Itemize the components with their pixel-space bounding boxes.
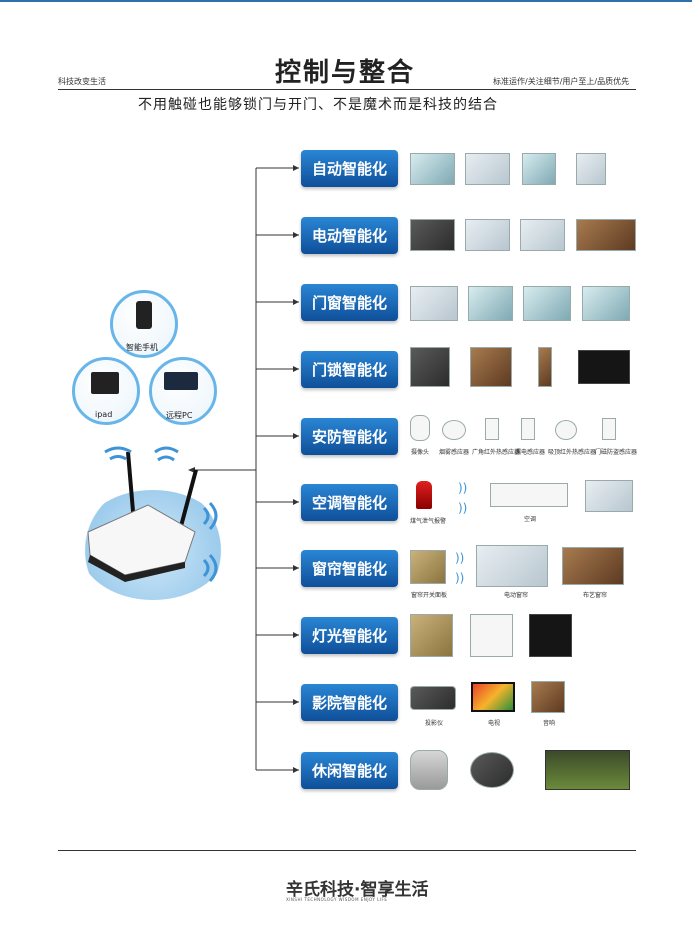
skylight-photo <box>523 286 571 321</box>
door-closer-photo <box>410 347 450 387</box>
smoke-detector-photo <box>442 420 466 440</box>
curtain-switch-panel-photo <box>410 550 446 584</box>
smartphone-label: 智能手机 <box>126 343 158 352</box>
security-caption: 门磁防盗感应器 <box>595 449 638 456</box>
fabric-curtain-photo <box>562 547 624 585</box>
category-cinema-button[interactable]: 影院智能化 <box>301 684 398 721</box>
aircon-caption: 空调 <box>524 516 537 523</box>
category-door-window-button[interactable]: 门窗智能化 <box>301 284 398 321</box>
aircon-caption: 煤气泄气报警 <box>410 518 447 525</box>
curtain-caption: 窗帘开关面板 <box>411 592 448 599</box>
category-electric-button[interactable]: 电动智能化 <box>301 217 398 254</box>
aircon-controller-photo <box>585 480 633 512</box>
cinema-caption: 音响 <box>543 720 556 727</box>
category-security-button[interactable]: 安防智能化 <box>301 418 398 455</box>
light-switch-panel-photo <box>529 614 572 657</box>
leak-sensor-photo <box>521 418 535 440</box>
window-hardware-photo <box>410 286 458 321</box>
ipad-label: ipad <box>95 410 113 419</box>
rice-cooker-photo <box>410 750 448 790</box>
air-conditioner-photo <box>490 483 568 507</box>
router-backdrop <box>78 490 228 600</box>
company-logo-subtitle: XINSHI TECHNOLOGY WISDOM ENJOY LIFE <box>286 897 388 902</box>
window-photo <box>582 286 630 321</box>
security-caption: 摄像头 <box>411 449 430 456</box>
security-caption: 吸顶红外热感应器 <box>548 449 597 456</box>
auto-door-photo <box>522 153 556 185</box>
door-photo <box>470 347 512 387</box>
page-subtitle: 不用触碰也能够锁门与开门、不是魔术而是科技的结合 <box>138 97 498 113</box>
auto-door-photo <box>410 153 455 185</box>
category-lighting-button[interactable]: 灯光智能化 <box>301 617 398 654</box>
electric-gate-photo <box>520 219 565 251</box>
electric-gate-photo <box>410 219 455 251</box>
footer-divider <box>58 850 636 851</box>
category-curtain-button[interactable]: 窗帘智能化 <box>301 550 398 587</box>
ipad-icon <box>91 372 119 394</box>
cinema-caption: 投影仪 <box>425 720 444 727</box>
pir-sensor-photo <box>485 418 499 440</box>
security-caption: 烟雾感应器 <box>439 449 470 456</box>
face-recognition-terminal-photo <box>578 350 630 384</box>
curtain-caption: 电动窗帘 <box>504 592 529 599</box>
curtain-caption: 布艺窗帘 <box>583 592 608 599</box>
category-door-lock-button[interactable]: 门锁智能化 <box>301 351 398 388</box>
smartphone-icon <box>136 301 152 329</box>
category-leisure-button[interactable]: 休闲智能化 <box>301 752 398 789</box>
wifi-signal-icon: )))) <box>458 481 468 515</box>
light-switch-panel-photo <box>470 614 513 657</box>
laptop-icon <box>164 372 198 390</box>
smart-lock-photo <box>538 347 552 387</box>
electric-curtain-diagram <box>476 545 548 587</box>
ipad-circle <box>72 357 140 425</box>
aquarium-photo <box>545 750 630 790</box>
electric-gate-photo <box>576 219 636 251</box>
speaker-photo <box>531 681 565 713</box>
camera-photo <box>410 415 430 441</box>
smartphone-circle <box>110 290 178 358</box>
robot-vacuum-photo <box>470 752 514 788</box>
slogan-right: 标准运作/关注细节/用户至上/品质优先 <box>493 77 630 86</box>
auto-door-photo <box>576 153 606 185</box>
page-title: 控制与整合 <box>275 58 416 88</box>
top-accent-line <box>0 0 692 2</box>
category-aircon-button[interactable]: 空调智能化 <box>301 484 398 521</box>
television-photo <box>471 682 515 712</box>
security-caption: 漏电感应器 <box>515 449 546 456</box>
wifi-signal-icon: )))) <box>455 551 465 585</box>
router-arrow <box>188 467 195 473</box>
light-switch-panel-photo <box>410 614 453 657</box>
door-magnet-photo <box>602 418 616 440</box>
security-caption: 广角红外热感应器 <box>472 449 521 456</box>
remote-pc-label: 远程PC <box>166 411 193 420</box>
category-auto-button[interactable]: 自动智能化 <box>301 150 398 187</box>
header-divider <box>58 89 636 90</box>
gas-alarm-photo <box>416 481 432 509</box>
electric-gate-photo <box>465 219 510 251</box>
cinema-caption: 电视 <box>488 720 501 727</box>
remote-pc-circle <box>149 357 217 425</box>
ceiling-sensor-photo <box>555 420 577 440</box>
auto-door-photo <box>465 153 510 185</box>
projector-photo <box>410 686 456 710</box>
skylight-photo <box>468 286 513 321</box>
company-logo: 辛氏科技·智享生活 <box>286 880 429 900</box>
slogan-left: 科技改变生活 <box>58 77 106 86</box>
